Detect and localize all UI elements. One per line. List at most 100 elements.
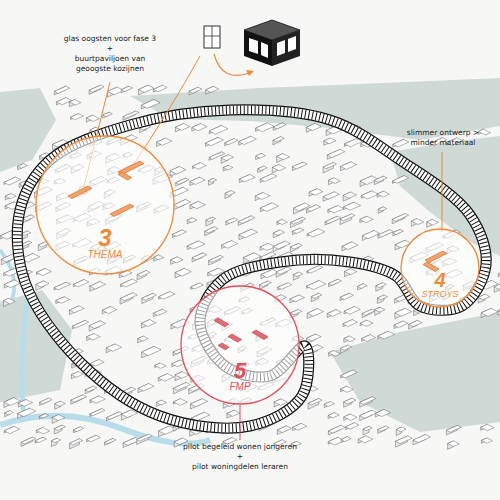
building-roof: [107, 412, 123, 419]
site-circle: 3THEMA: [35, 135, 175, 275]
building-roof: [292, 162, 307, 169]
building: [103, 112, 113, 118]
building-roof: [4, 426, 19, 433]
building: [90, 409, 105, 417]
building-roof: [206, 217, 216, 222]
building: [206, 86, 219, 94]
building-roof: [142, 346, 161, 355]
building: [208, 178, 216, 185]
building-roof: [306, 205, 320, 212]
building: [411, 219, 423, 227]
building: [158, 374, 174, 382]
building: [121, 410, 137, 420]
building-roof: [138, 336, 149, 341]
building: [107, 412, 123, 421]
building-roof: [291, 217, 306, 224]
building-roof: [344, 414, 357, 420]
building-roof: [221, 155, 233, 161]
building: [358, 284, 368, 290]
building: [55, 401, 66, 409]
highlight-building: [68, 186, 92, 199]
building: [341, 162, 357, 171]
building: [378, 207, 387, 214]
annotation-note: pilot woningdelen leraren: [130, 462, 350, 472]
building: [273, 241, 290, 252]
building: [21, 437, 36, 446]
building: [85, 386, 97, 394]
pavilion-window: [277, 40, 285, 56]
building: [378, 230, 394, 239]
building: [260, 203, 278, 212]
building: [345, 139, 363, 147]
building-roof: [23, 215, 35, 221]
building: [360, 397, 376, 408]
building-roof: [89, 321, 106, 329]
building-roof: [52, 415, 65, 421]
building: [155, 363, 166, 368]
building: [206, 217, 216, 226]
building-roof: [159, 292, 175, 300]
building-roof: [260, 203, 278, 212]
building: [362, 309, 375, 318]
building: [56, 297, 70, 304]
leader-line: [240, 405, 241, 440]
highlight-building: [118, 161, 144, 175]
building: [138, 336, 149, 343]
building-roof: [56, 297, 70, 304]
building: [142, 346, 161, 358]
building-roof: [87, 334, 101, 340]
annotation-note: pilot begeleid wonen jongeren: [130, 442, 350, 452]
building-roof: [392, 214, 408, 222]
building-roof: [360, 410, 377, 418]
building-roof: [156, 400, 166, 405]
building: [277, 426, 291, 435]
building-roof: [87, 435, 101, 441]
annotation-note: buurtpaviljoen van geoogste kozijnen: [65, 54, 155, 74]
building: [340, 293, 354, 300]
building-roof: [121, 410, 137, 418]
building: [4, 280, 20, 288]
building-roof: [18, 400, 32, 407]
building: [40, 398, 52, 405]
building-roof: [105, 438, 117, 443]
building-roof: [360, 320, 373, 326]
building-roof: [329, 178, 341, 184]
building: [90, 360, 104, 367]
building: [54, 425, 65, 434]
highlight-building: [214, 318, 229, 327]
building: [23, 215, 35, 223]
building-roof: [89, 85, 104, 92]
building-roof: [393, 229, 404, 234]
building: [292, 228, 304, 235]
building-roof: [173, 383, 190, 391]
building-roof: [40, 398, 52, 404]
building: [73, 280, 89, 287]
building: [273, 137, 284, 145]
building-roof: [292, 228, 304, 233]
highlight-building: [252, 330, 268, 340]
building-roof: [378, 331, 395, 339]
building-roof: [90, 282, 106, 289]
building: [325, 216, 341, 225]
building-roof: [340, 293, 354, 299]
building: [221, 155, 233, 164]
building: [89, 85, 104, 94]
building-roof: [21, 437, 36, 444]
building-roof: [292, 423, 306, 430]
building-roof: [102, 307, 117, 314]
building-roof: [481, 424, 494, 430]
building-roof: [360, 216, 374, 222]
building-roof: [277, 220, 288, 225]
building-roof: [139, 85, 154, 92]
building: [86, 115, 99, 122]
building-roof: [340, 214, 355, 221]
building-roof: [70, 439, 83, 445]
building: [375, 409, 390, 417]
building: [342, 242, 358, 251]
building: [307, 229, 325, 237]
building-roof: [327, 310, 341, 317]
building-roof: [106, 344, 122, 351]
building-roof: [343, 320, 358, 327]
building-roof: [274, 399, 287, 405]
building-roof: [123, 111, 139, 118]
